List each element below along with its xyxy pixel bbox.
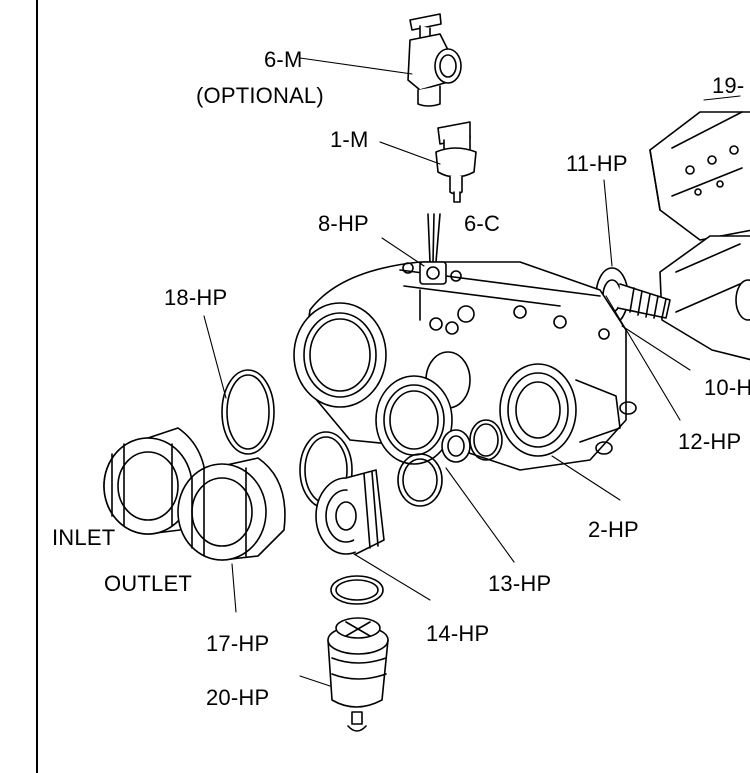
label-10h: 10-H [704,375,750,400]
page-border-line [36,0,38,773]
label-1m: 1-M [330,127,369,152]
label-6c: 6-C [464,211,501,236]
label-6m: 6-M [264,47,303,72]
part-8hp-wires [427,213,441,263]
part-1m-switch [435,121,477,203]
part-outlet-barrel [293,302,387,408]
part-6m-valve [407,13,462,107]
label-17hp: 17-HP [206,631,270,656]
label-18hp: 18-HP [164,285,228,310]
leader-lines [203,57,741,687]
label-2hp: 2-HP [588,517,639,542]
part-20hp-cap [327,617,389,732]
label-14hp: 14-HP [426,621,490,646]
part-19-bracket [649,111,750,241]
label-11hp: 11-HP [566,151,628,176]
label-8hp: 8-HP [318,211,369,236]
label-outlet: OUTLET [104,571,192,596]
label-inlet: INLET [52,525,116,550]
label-optional: (OPTIONAL) [196,83,324,108]
label-13hp: 13-HP [488,571,552,596]
part-13hp-seals [397,419,503,507]
part-17hp-union-outlet [177,457,286,561]
label-20hp: 20-HP [206,685,270,710]
part-inlet-barrel [375,375,453,465]
part-10-clip [659,235,750,361]
part-2hp-port [499,363,637,457]
label-12hp: 12-HP [678,429,742,454]
part-18hp-oring [221,369,275,455]
part-oring-3 [330,575,384,605]
label-19: 19- [712,73,745,98]
part-14hp-cartridge [315,469,385,555]
